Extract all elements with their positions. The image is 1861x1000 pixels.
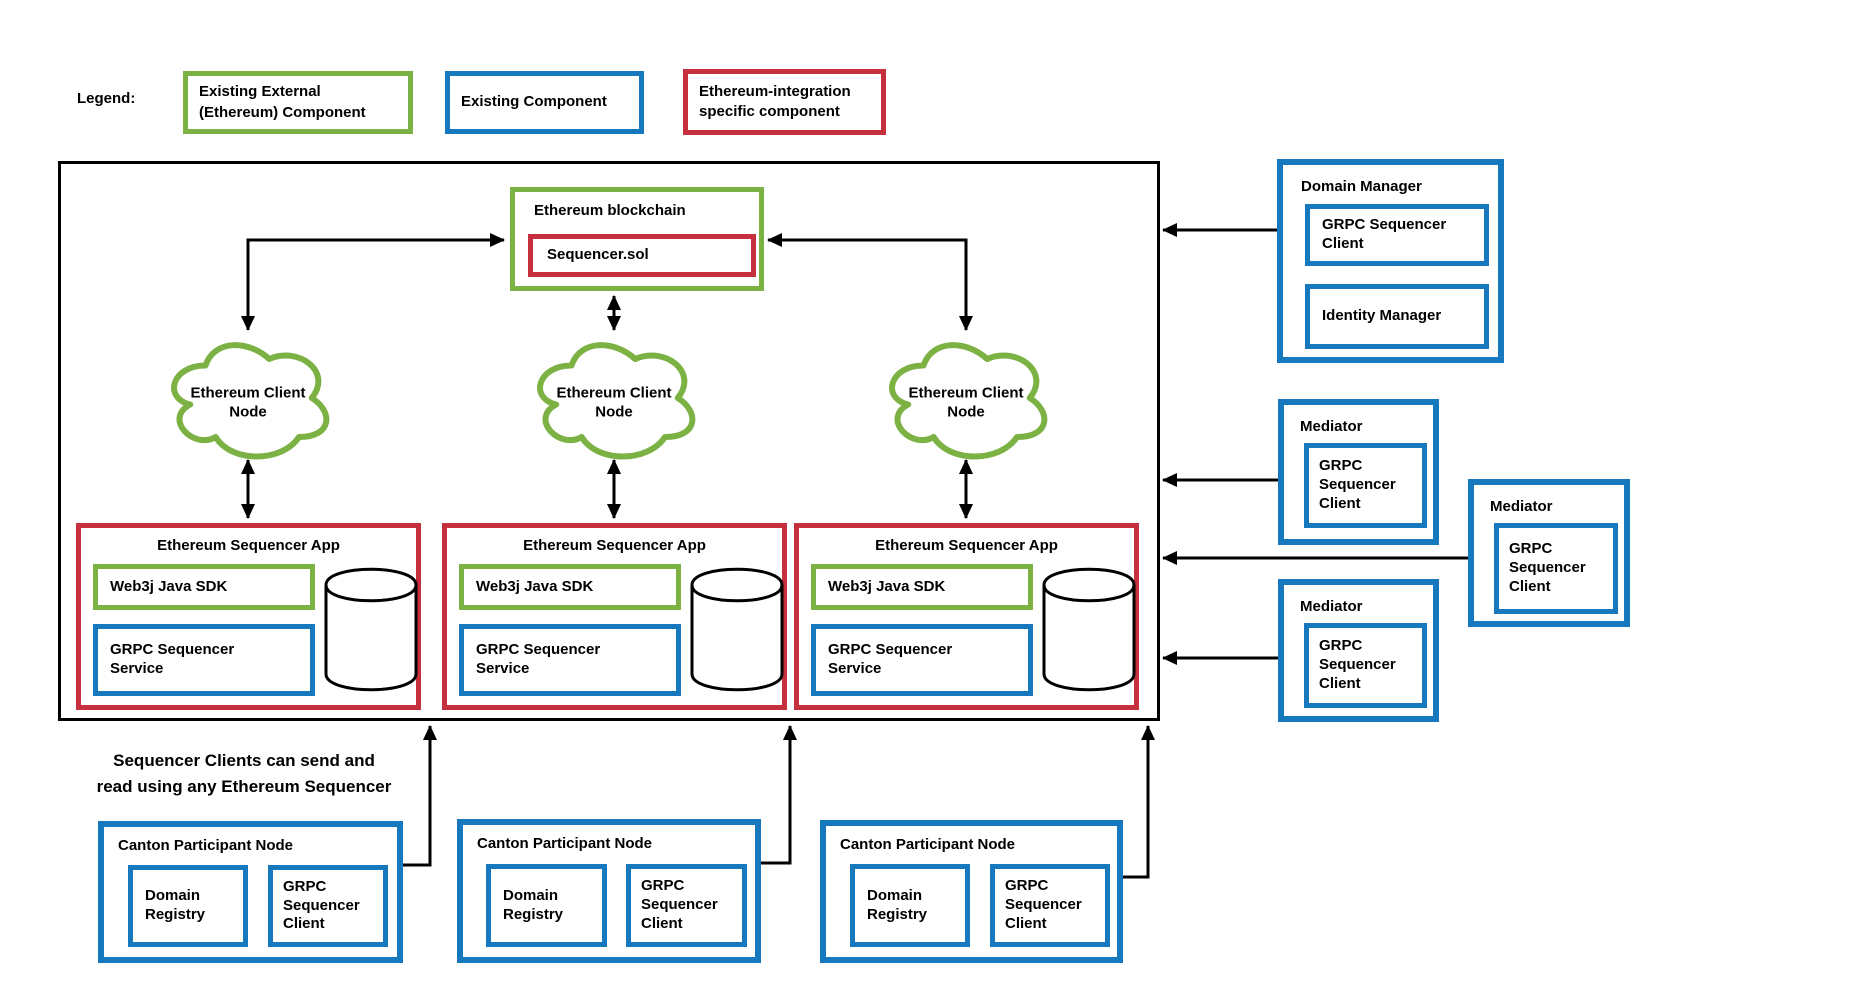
canton-participant-node-3: Canton Participant Node Domain Registry … — [820, 820, 1123, 963]
domain-manager-box: Domain Manager GRPC Sequencer Client Ide… — [1277, 159, 1504, 363]
canton-node-title: Canton Participant Node — [477, 835, 653, 852]
cloud-icon — [537, 342, 696, 460]
legend-label: Legend: — [77, 90, 136, 107]
cloud-ethereum-client-node-2: Ethereum Client Node — [529, 333, 699, 463]
grpc-sequencer-service-box: GRPC Sequencer Service — [459, 624, 681, 696]
mediator-box-1: Mediator GRPC Sequencer Client — [1278, 399, 1439, 545]
sequencer-app-title: Ethereum Sequencer App — [157, 537, 340, 554]
ethereum-blockchain-title: Ethereum blockchain — [534, 202, 686, 219]
cloud-ethereum-client-node-3: Ethereum Client Node — [881, 333, 1051, 463]
sequencer-app-title: Ethereum Sequencer App — [875, 537, 1058, 554]
grpc-sequencer-client-box: GRPC Sequencer Client — [1304, 443, 1427, 528]
cloud-ethereum-client-node-1: Ethereum Client Node — [163, 333, 333, 463]
ethereum-sequencer-app-3: Ethereum Sequencer App Web3j Java SDK GR… — [794, 523, 1139, 710]
cloud-icon — [171, 342, 330, 460]
legend-item-ethereum-specific-component: Ethereum-integration specific component — [683, 69, 886, 135]
ethereum-sequencer-app-1: Ethereum Sequencer App Web3j Java SDK GR… — [76, 523, 421, 710]
domain-registry-box: Domain Registry — [128, 865, 248, 947]
canton-node-title: Canton Participant Node — [118, 837, 294, 854]
grpc-sequencer-service-box: GRPC Sequencer Service — [811, 624, 1033, 696]
arrow-canton3-boundary — [1122, 725, 1155, 879]
cloud-icon — [889, 342, 1048, 460]
database-cylinder-icon — [324, 567, 418, 692]
canton-node-title: Canton Participant Node — [840, 836, 1016, 853]
mediator-title: Mediator — [1300, 418, 1363, 435]
web3j-sdk-box: Web3j Java SDK — [811, 564, 1033, 610]
cloud-label: Ethereum Client Node — [190, 384, 306, 421]
cloud-label: Ethereum Client Node — [556, 384, 672, 421]
grpc-sequencer-client-box: GRPC Sequencer Client — [1494, 523, 1618, 614]
web3j-sdk-box: Web3j Java SDK — [459, 564, 681, 610]
grpc-sequencer-client-box: GRPC Sequencer Client — [1304, 623, 1427, 708]
main-boundary-box — [58, 161, 1160, 721]
identity-manager-box: Identity Manager — [1305, 284, 1489, 349]
arrow-cloud1-blockchain — [241, 233, 505, 331]
legend-item-existing-component: Existing Component — [445, 71, 644, 134]
note-text: Sequencer Clients can send and read usin… — [96, 751, 392, 796]
mediator-box-3: Mediator GRPC Sequencer Client — [1278, 579, 1439, 722]
domain-manager-title: Domain Manager — [1301, 178, 1422, 195]
domain-registry-box: Domain Registry — [850, 864, 970, 947]
sequencer-sol-box: Sequencer.sol — [528, 234, 756, 277]
grpc-sequencer-client-box: GRPC Sequencer Client — [268, 865, 388, 947]
ethereum-sequencer-app-2: Ethereum Sequencer App Web3j Java SDK GR… — [442, 523, 787, 710]
mediator-title: Mediator — [1490, 498, 1553, 515]
grpc-sequencer-client-box: GRPC Sequencer Client — [990, 864, 1110, 947]
grpc-sequencer-client-box: GRPC Sequencer Client — [626, 864, 747, 947]
web3j-sdk-box: Web3j Java SDK — [93, 564, 315, 610]
ethereum-blockchain-box: Ethereum blockchain Sequencer.sol — [510, 187, 764, 291]
cloud-label: Ethereum Client Node — [908, 384, 1024, 421]
canton-participant-node-1: Canton Participant Node Domain Registry … — [98, 821, 403, 963]
grpc-sequencer-client-box: GRPC Sequencer Client — [1305, 204, 1489, 266]
database-cylinder-icon — [690, 567, 784, 692]
canton-participant-node-2: Canton Participant Node Domain Registry … — [457, 819, 761, 963]
mediator-title: Mediator — [1300, 598, 1363, 615]
sequencer-app-title: Ethereum Sequencer App — [523, 537, 706, 554]
legend-item-existing-external-component: Existing External (Ethereum) Component — [183, 71, 413, 134]
arrow-canton2-boundary — [760, 725, 797, 865]
mediator-box-2: Mediator GRPC Sequencer Client — [1468, 479, 1630, 627]
database-cylinder-icon — [1042, 567, 1136, 692]
arrow-blockchain-cloud3 — [767, 233, 973, 331]
arrow-canton1-boundary — [402, 725, 437, 867]
grpc-sequencer-service-box: GRPC Sequencer Service — [93, 624, 315, 696]
domain-registry-box: Domain Registry — [486, 864, 607, 947]
